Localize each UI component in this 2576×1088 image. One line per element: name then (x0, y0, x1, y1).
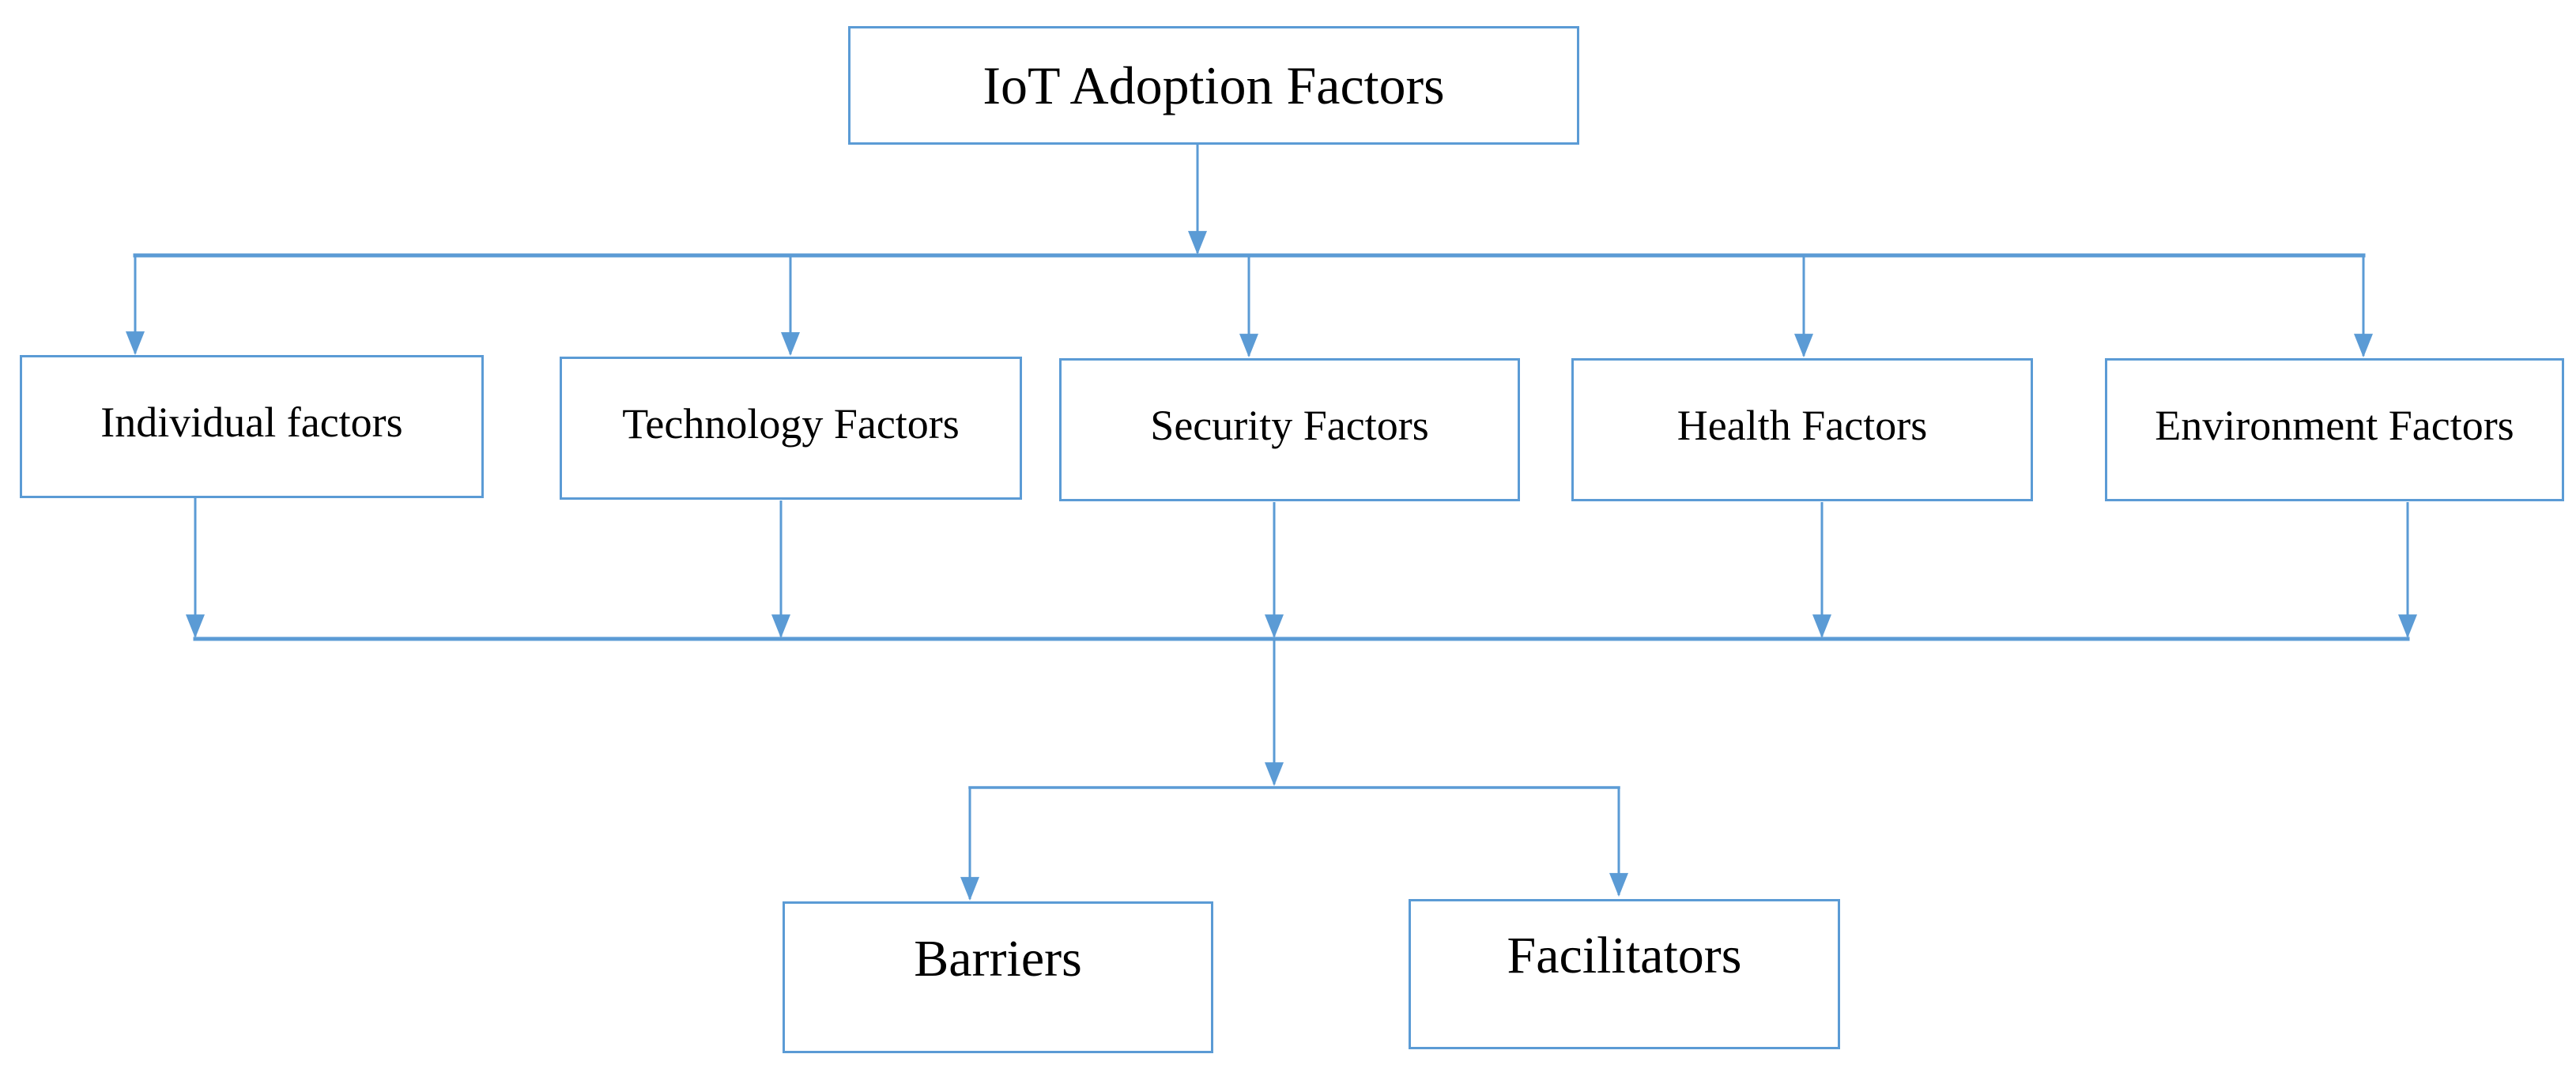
node-iot-adoption-factors: IoT Adoption Factors (848, 26, 1579, 145)
node-label: Individual factors (100, 398, 403, 446)
node-barriers: Barriers (783, 901, 1213, 1053)
node-technology-factors: Technology Factors (560, 357, 1022, 500)
node-label: Facilitators (1507, 926, 1742, 984)
node-individual-factors: Individual factors (20, 355, 484, 498)
node-label: IoT Adoption Factors (983, 55, 1445, 115)
node-label: Environment Factors (2155, 401, 2514, 449)
node-facilitators: Facilitators (1409, 899, 1840, 1049)
node-label: Barriers (914, 929, 1082, 988)
node-environment-factors: Environment Factors (2105, 358, 2564, 501)
node-label: Security Factors (1150, 401, 1429, 449)
node-health-factors: Health Factors (1571, 358, 2033, 501)
node-label: Health Factors (1676, 401, 1928, 449)
node-security-factors: Security Factors (1059, 358, 1520, 501)
node-label: Technology Factors (622, 399, 960, 448)
